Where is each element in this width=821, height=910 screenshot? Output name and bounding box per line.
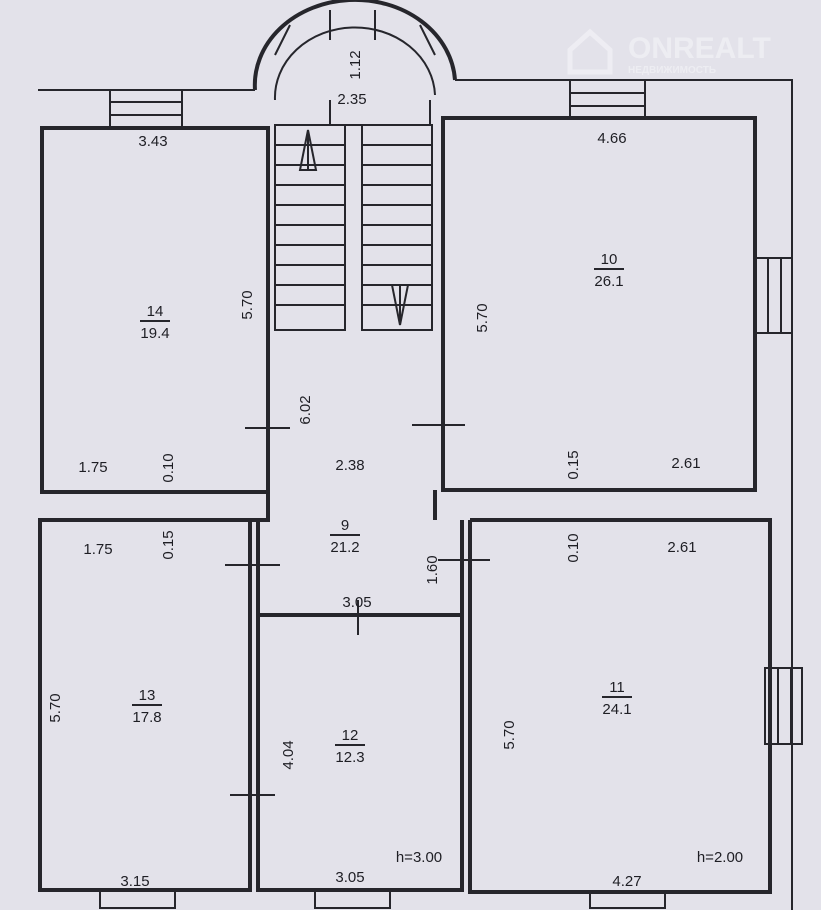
dimension-label: 3.05	[335, 869, 364, 886]
dimension-labels: 1.12 2.35 3.43 4.66 5.70 5.70 6.02 2.38 …	[47, 50, 743, 890]
dimension-label: 6.02	[297, 395, 314, 424]
staircase	[274, 124, 433, 616]
room-number: 14	[147, 303, 164, 320]
dimension-label: 4.27	[612, 873, 641, 890]
windows	[99, 10, 803, 909]
dimension-label: 0.15	[160, 530, 177, 559]
stair-up-arrow-icon	[298, 129, 318, 171]
dimension-label: 1.12	[347, 50, 364, 79]
dimension-label: 3.15	[120, 873, 149, 890]
dimension-label: 4.04	[280, 740, 297, 769]
dimension-label: 0.15	[565, 450, 582, 479]
room-area: 21.2	[330, 539, 359, 556]
dimension-label: 5.70	[501, 720, 518, 749]
dimension-label: 2.38	[335, 457, 364, 474]
dimension-label: 3.05	[342, 594, 371, 611]
room-number: 11	[609, 679, 625, 696]
dimension-label: ONREALT	[628, 32, 771, 65]
room-number: 12	[342, 727, 359, 744]
dimension-label: 3.43	[138, 133, 167, 150]
dimension-label: 2.61	[671, 455, 700, 472]
room-area: 17.8	[132, 709, 161, 726]
room-area: 12.3	[335, 749, 364, 766]
room-number: 10	[601, 251, 618, 268]
dimension-label: 2.61	[667, 539, 696, 556]
dimension-label: 4.66	[597, 130, 626, 147]
dimension-label: 0.10	[565, 533, 582, 562]
watermark: ONREALT НЕДВИЖИМОСТЬ	[567, 28, 771, 76]
dimension-label: НЕДВИЖИМОСТЬ	[628, 65, 716, 76]
dimension-label: 5.70	[239, 290, 256, 319]
room-number: 13	[139, 687, 156, 704]
dimension-label: 1.60	[424, 555, 441, 584]
doors	[225, 424, 490, 796]
ceiling-height: h=3.00	[396, 849, 442, 866]
dimension-label: 1.75	[83, 541, 112, 558]
house-logo-icon	[567, 28, 613, 75]
room-number: 9	[341, 517, 349, 534]
ceiling-height: h=2.00	[697, 849, 743, 866]
dimension-label: 0.10	[160, 453, 177, 482]
dimension-label: 2.35	[337, 91, 366, 108]
room-area: 24.1	[602, 701, 631, 718]
stair-down-arrow-icon	[390, 284, 410, 326]
dimension-label: 5.70	[474, 303, 491, 332]
dimension-label: 1.75	[78, 459, 107, 476]
room-area: 26.1	[594, 273, 623, 290]
room-labels: 14 19.4 10 26.1 9 21.2 13 17.8 12 12.3 1…	[132, 251, 632, 766]
room-area: 19.4	[140, 325, 169, 342]
dimension-label: 5.70	[47, 693, 64, 722]
